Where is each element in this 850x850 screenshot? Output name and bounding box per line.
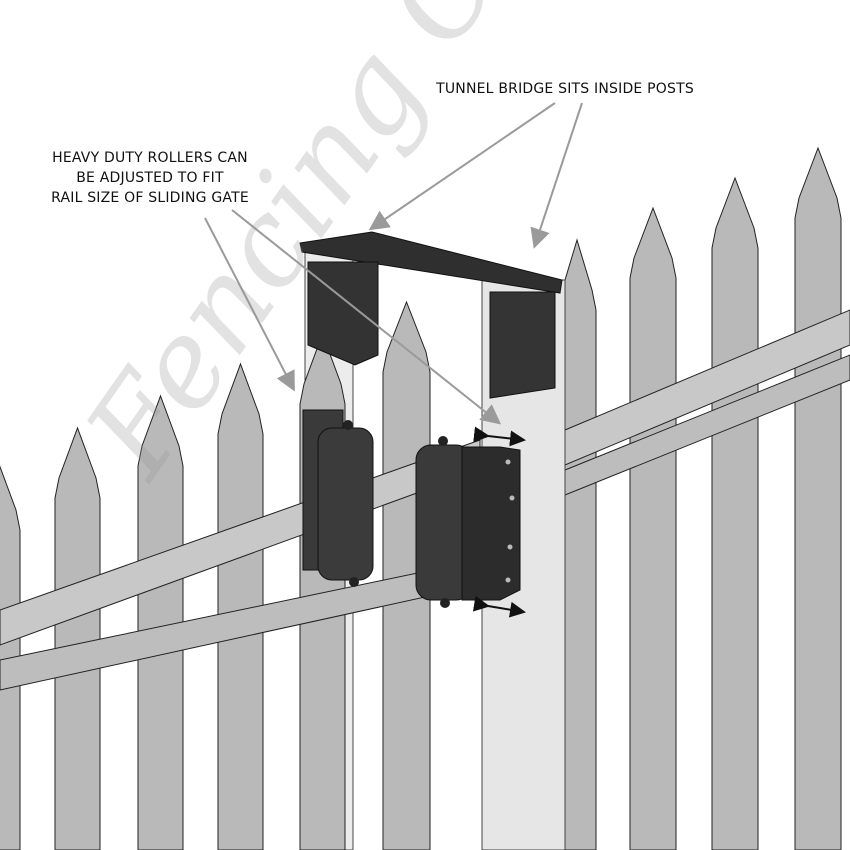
tunnel-bridge — [299, 231, 563, 294]
picket — [137, 394, 184, 850]
bridge-block-right — [489, 291, 556, 399]
leader-rollers-2 — [231, 209, 502, 425]
rollers-label: HEAVY DUTY ROLLERS CAN BE ADJUSTED TO FI… — [15, 148, 285, 208]
leader-rollers-1 — [204, 217, 295, 392]
picket — [711, 176, 759, 850]
right-fence-pickets — [557, 146, 842, 850]
picket — [217, 362, 264, 850]
roller-bracket-right — [461, 446, 521, 601]
leader-bridge-1 — [368, 102, 556, 231]
rollers-label-line3: RAIL SIZE OF SLIDING GATE — [51, 190, 249, 206]
rollers-label-line2: BE ADJUSTED TO FIT — [76, 170, 224, 186]
roller-left — [317, 427, 374, 581]
picket — [0, 465, 21, 850]
bridge-block-left — [307, 261, 379, 366]
adjust-arrow-top — [473, 426, 526, 447]
tunnel-bridge-label: TUNNEL BRIDGE SITS INSIDE POSTS — [436, 81, 694, 97]
rollers-label-line1: HEAVY DUTY ROLLERS CAN — [52, 150, 248, 166]
adjust-arrow-bottom — [472, 595, 526, 618]
picket — [794, 146, 842, 850]
picket — [629, 206, 677, 850]
leader-bridge-2 — [530, 102, 583, 249]
picket — [54, 426, 101, 850]
